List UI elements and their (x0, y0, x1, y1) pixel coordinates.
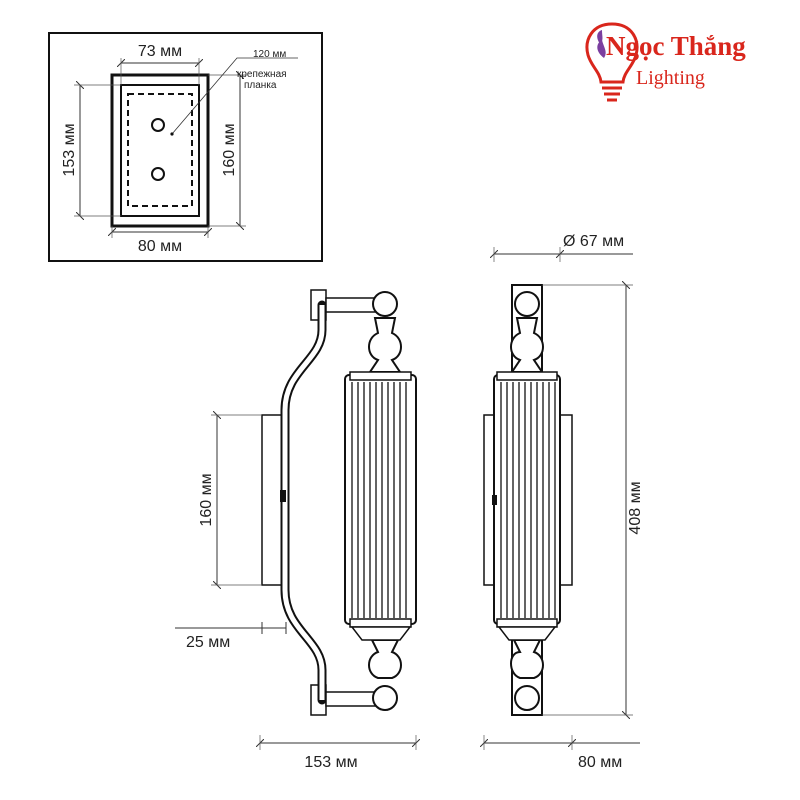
logo-line1: Ngọc Thắng (606, 31, 746, 61)
inset-note-line1: крепежная (237, 69, 287, 80)
logo-line2: Lighting (636, 67, 705, 89)
front-height: 408 мм (627, 481, 644, 534)
side-offset: 25 мм (186, 634, 230, 651)
side-plate-height: 160 мм (198, 473, 215, 526)
side-depth: 153 мм (304, 754, 357, 771)
inset-width-top: 73 мм (138, 43, 182, 60)
screw-hole-bottom (151, 167, 165, 181)
front-width: 80 мм (578, 754, 622, 771)
front-dimensions: Ø 67 мм 408 мм 80 мм (484, 233, 644, 771)
bulb-icon (585, 22, 639, 102)
screw-hole-top (151, 118, 165, 132)
brand-logo: Ngọc Thắng Lighting (585, 22, 746, 102)
mounting-plate-inset: 73 мм 80 мм 153 мм 160 мм 120 мм крепежн… (48, 32, 323, 262)
inset-note-size: 120 мм (253, 49, 286, 60)
inset-note-line2: планка (244, 80, 277, 91)
side-view (261, 289, 417, 716)
inset-width-bottom: 80 мм (138, 238, 182, 255)
inset-height-right: 160 мм (221, 123, 238, 176)
side-dimensions: 160 мм 25 мм 153 мм (175, 415, 416, 771)
mounting-bracket-dashed (127, 93, 193, 207)
canopy-outline (110, 73, 210, 228)
inset-height-left: 153 мм (61, 123, 78, 176)
front-diameter: Ø 67 мм (563, 233, 624, 250)
canopy-inner (120, 84, 200, 217)
inset-frame (48, 32, 323, 262)
glass-shade-front (493, 374, 561, 625)
front-view (483, 284, 573, 716)
